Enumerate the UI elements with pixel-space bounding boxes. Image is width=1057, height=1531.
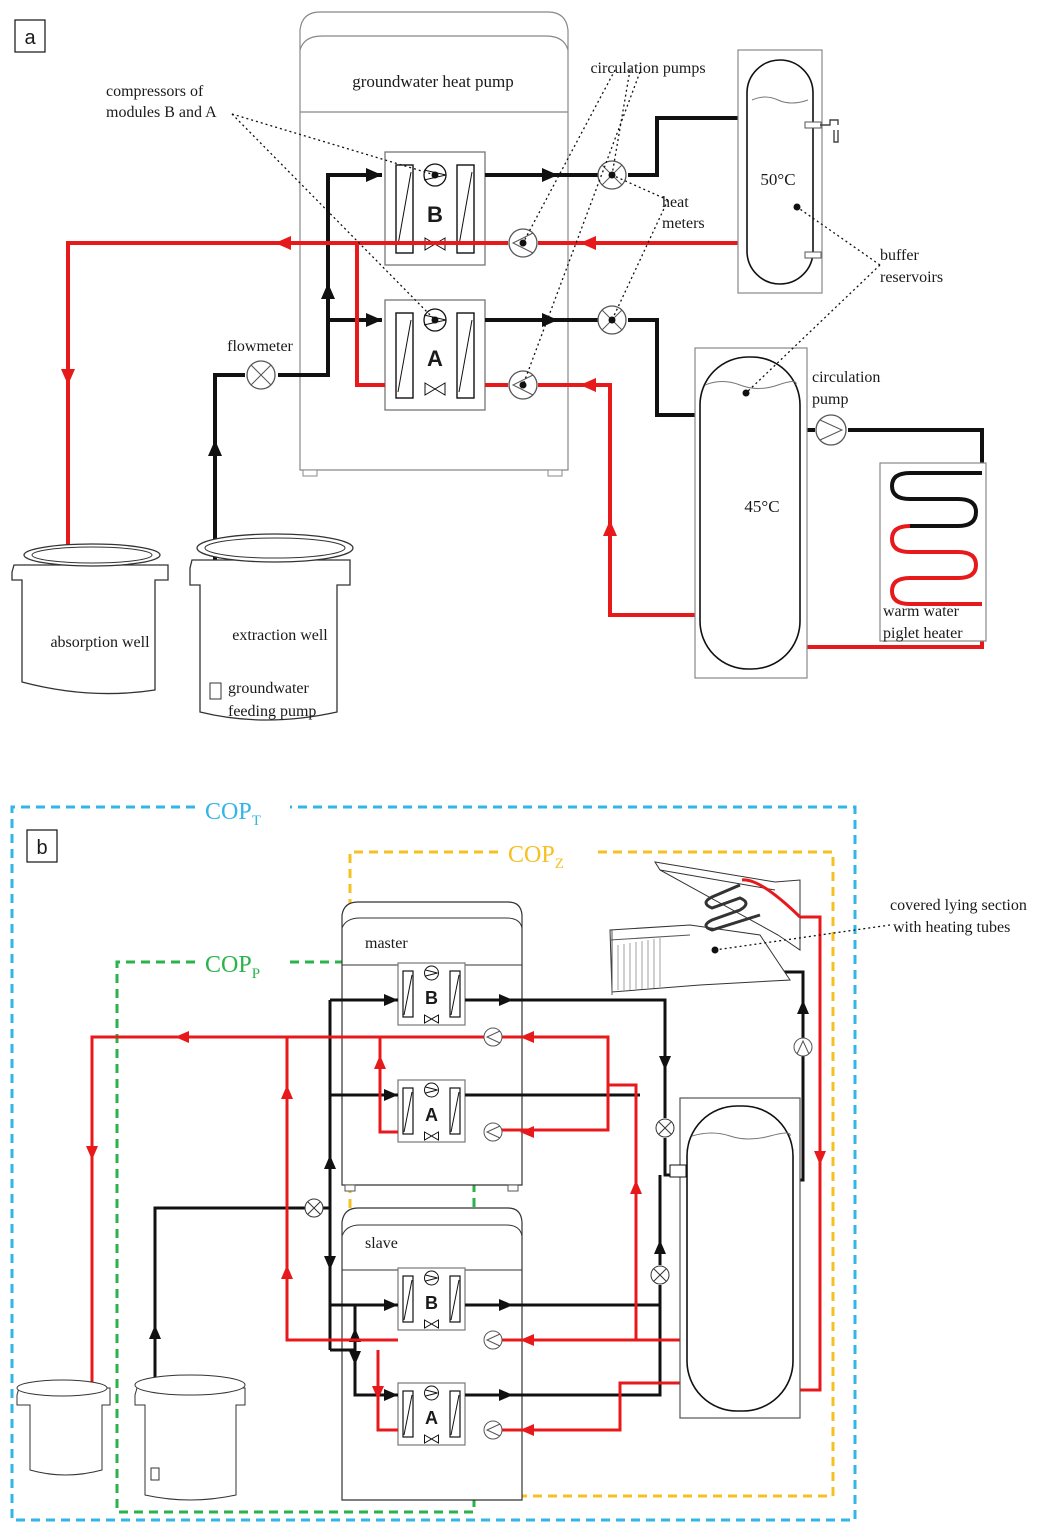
- expansion-valve-icon: [424, 1014, 439, 1024]
- heat-meter-b-3-icon: [650, 1265, 670, 1285]
- piglet-heater-label-2: piglet heater: [883, 625, 963, 642]
- compressor-icon: [424, 965, 439, 981]
- circulation-pump-label-2: pump: [812, 391, 848, 408]
- covered-label-2: with heating tubes: [893, 919, 1010, 936]
- slave-module-a-label: A: [425, 1408, 438, 1428]
- cop-z-label: COPZ: [508, 842, 564, 872]
- module-a-label: A: [427, 346, 443, 371]
- buffer-b: [669, 1097, 801, 1419]
- feeding-pump-label-1: groundwater: [228, 680, 310, 697]
- panel-a-label-box: [14, 19, 46, 53]
- compressors-label-1: compressors of: [106, 83, 204, 100]
- compressor-icon: [424, 1385, 439, 1401]
- tap-icon: [820, 119, 839, 143]
- expansion-valve-icon: [424, 1131, 439, 1141]
- expansion-valve-icon: [424, 1434, 439, 1444]
- module-b-a: [384, 151, 486, 266]
- master-module-b: B: [397, 962, 466, 1026]
- absorption-well-b: [16, 1379, 111, 1476]
- covered-dot: [711, 946, 719, 954]
- hot-pipes-a: [66, 241, 984, 649]
- flowmeter-label: flowmeter: [227, 338, 293, 355]
- covered-lying-section: [609, 861, 802, 995]
- cold-arrows-a: [208, 168, 558, 456]
- cop-p-label: COPP: [205, 952, 260, 982]
- circulation-pumps-label: circulation pumps: [590, 60, 705, 77]
- heat-meter-b-2-icon: [655, 1118, 675, 1138]
- feeding-pump-label-2: feeding pump: [228, 703, 316, 720]
- piglet-heater-label-1: warm water: [883, 603, 960, 620]
- extraction-well: [189, 533, 354, 721]
- compressor-icon: [424, 1270, 439, 1286]
- cop-t-boundary: [10, 805, 857, 1522]
- master-module-a: A: [397, 1079, 466, 1143]
- expansion-valve-icon: [424, 1319, 439, 1329]
- module-b-label: B: [427, 202, 443, 227]
- heat-pump-title: groundwater heat pump: [352, 72, 513, 91]
- piglet-heater: [879, 462, 987, 642]
- slave-module-a: A: [397, 1382, 466, 1446]
- covered-label-1: covered lying section: [890, 897, 1027, 914]
- hot-pipes-b: [90, 915, 822, 1432]
- panel-b: b COPT COPZ COPP master slave B A B A: [10, 799, 1027, 1522]
- master-module-a-label: A: [425, 1105, 438, 1125]
- heat-meters-label-1: heat: [662, 194, 689, 211]
- temp-lower: 45°C: [744, 497, 779, 516]
- hot-arrows-a: [61, 236, 617, 536]
- cop-t-label: COPT: [205, 799, 261, 829]
- heat-meter-b-1-icon: [304, 1198, 324, 1218]
- cop-z-boundary: [348, 850, 835, 1498]
- extraction-well-label: extraction well: [232, 627, 328, 644]
- buffer-reservoirs-label-2: reservoirs: [880, 269, 943, 286]
- panel-a-label: a: [24, 27, 36, 49]
- modules-b: B A B A: [397, 962, 466, 1446]
- circulation-pumps-b-icons: [483, 1027, 813, 1440]
- master-label: master: [365, 935, 408, 952]
- leader-dots-a: [431, 171, 801, 397]
- leader-lines-a: [231, 69, 881, 394]
- temp-upper: 50°C: [760, 170, 795, 189]
- master-module-b-label: B: [425, 988, 438, 1008]
- panel-a: a groundwater heat pump B: [11, 11, 987, 721]
- extraction-well-b: [134, 1374, 246, 1501]
- slave-module-b: B: [397, 1267, 466, 1331]
- slave-module-b-label: B: [425, 1293, 438, 1313]
- panel-b-label: b: [36, 837, 47, 859]
- expansion-valve-a-icon: [424, 382, 446, 396]
- flowmeter-icon: [246, 360, 276, 390]
- buffer-upper: [737, 49, 839, 294]
- circulation-pump-label-1: circulation: [812, 369, 880, 386]
- buffer-reservoirs-label-1: buffer: [880, 247, 919, 264]
- buffer-lower: [694, 347, 808, 679]
- slave-label: slave: [365, 1235, 398, 1252]
- absorption-well: [11, 543, 169, 695]
- heat-meters-label-2: meters: [662, 215, 705, 232]
- circulation-pump-piglet-icon: [815, 414, 847, 446]
- compressor-icon: [424, 1082, 439, 1098]
- cold-pipes-a: [213, 116, 984, 685]
- panel-b-label-box: [26, 829, 58, 863]
- absorption-well-label: absorption well: [50, 634, 150, 651]
- feeding-pump-icon: [209, 682, 222, 700]
- compressors-label-2: modules B and A: [106, 104, 217, 121]
- hot-arrows-b: [86, 1031, 826, 1436]
